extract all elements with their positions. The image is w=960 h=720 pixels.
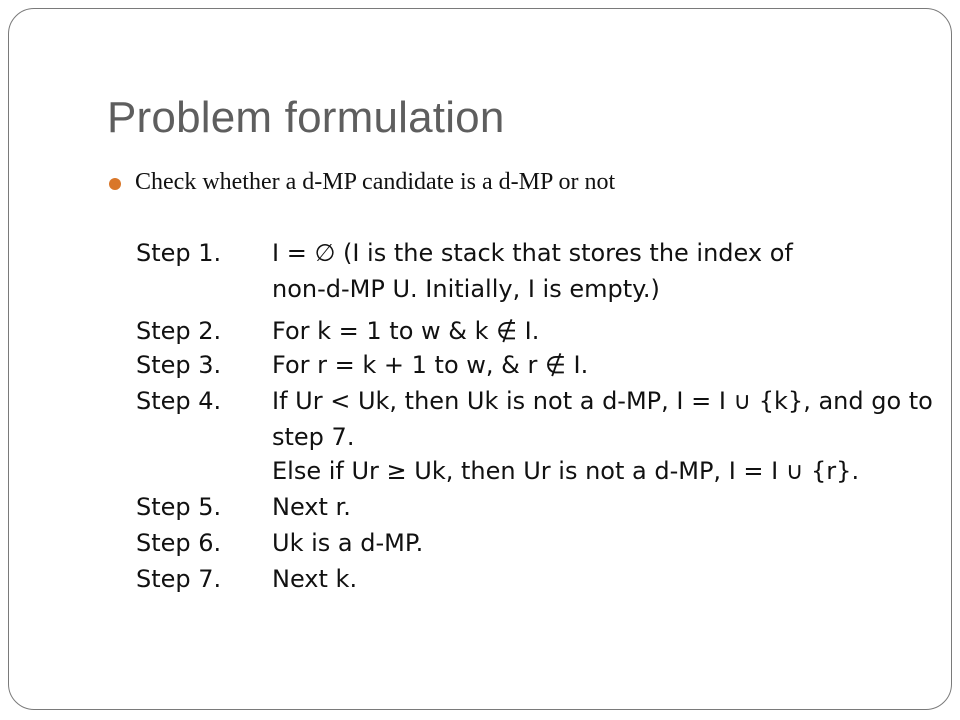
step-3-text: For r = k + 1 to w, & r ∉ I. bbox=[272, 351, 589, 379]
slide-title: Problem formulation bbox=[107, 93, 505, 142]
step-6-label: Step 6. bbox=[136, 529, 222, 557]
algorithm-steps: Step 1. Step 2. Step 3. Step 4. Step 5. … bbox=[9, 9, 951, 709]
step-4-text-line-2: step 7. bbox=[272, 423, 355, 451]
step-1-text-line-1: I = ∅ (I is the stack that stores the in… bbox=[272, 239, 793, 267]
step-2-label: Step 2. bbox=[136, 317, 222, 345]
bullet-text: Check whether a d-MP candidate is a d-MP… bbox=[135, 169, 616, 195]
step-5-text: Next r. bbox=[272, 493, 351, 521]
step-2-text: For k = 1 to w & k ∉ I. bbox=[272, 317, 540, 345]
step-3-label: Step 3. bbox=[136, 351, 222, 379]
slide-frame: Problem formulation Check whether a d-MP… bbox=[8, 8, 952, 710]
step-1-text-line-2: non-d-MP U. Initially, I is empty.) bbox=[272, 275, 660, 303]
step-5-label: Step 5. bbox=[136, 493, 222, 521]
step-6-text: Uk is a d-MP. bbox=[272, 529, 424, 557]
step-7-label: Step 7. bbox=[136, 565, 222, 593]
step-4-label: Step 4. bbox=[136, 387, 222, 415]
bullet-item: Check whether a d-MP candidate is a d-MP… bbox=[109, 169, 615, 196]
step-4-text-line-3: Else if Ur ≥ Uk, then Ur is not a d-MP, … bbox=[272, 457, 860, 485]
step-7-text: Next k. bbox=[272, 565, 358, 593]
bullet-dot-icon bbox=[109, 177, 121, 190]
step-1-label: Step 1. bbox=[136, 239, 222, 267]
step-4-text-line-1: If Ur < Uk, then Uk is not a d-MP, I = I… bbox=[272, 387, 933, 415]
